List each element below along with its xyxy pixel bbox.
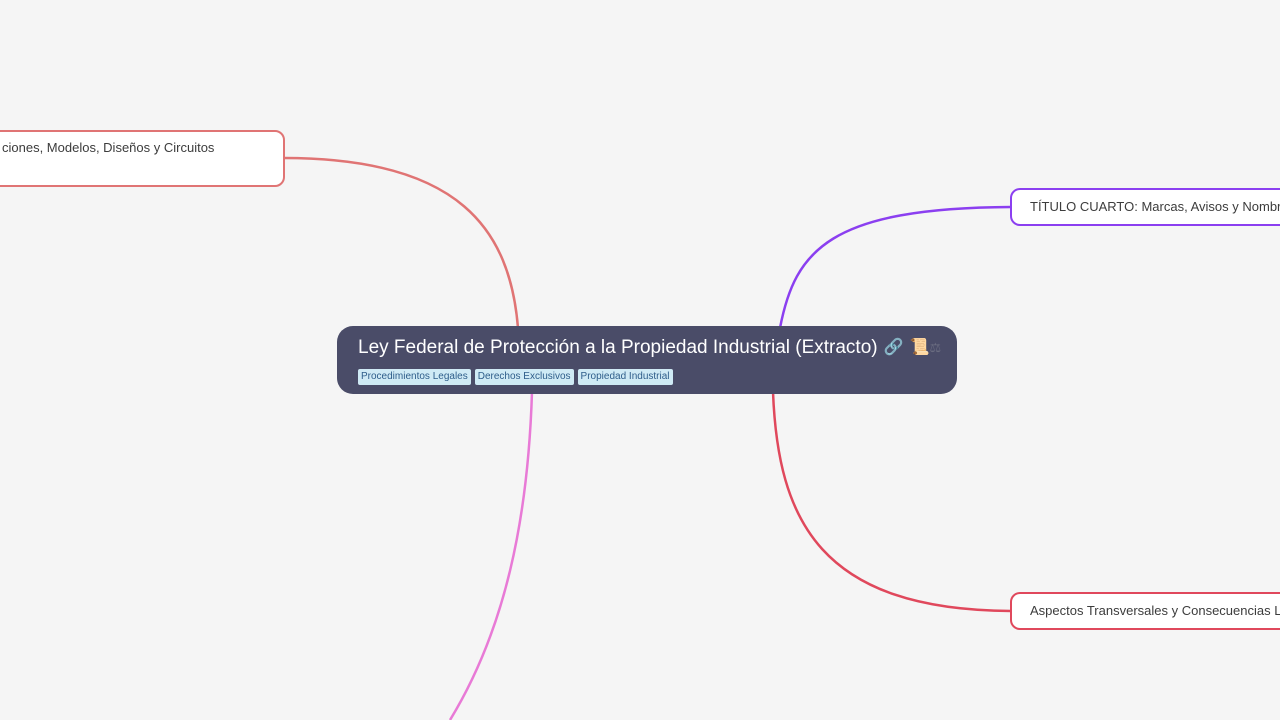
central-topic-title: Ley Federal de Protección a la Propiedad… [358,337,878,358]
scales-icon: ⚖ [929,340,942,355]
tag-derechos-exclusivos[interactable]: Derechos Exclusivos [474,369,574,385]
branch-node-trademarks[interactable]: TÍTULO CUARTO: Marcas, Avisos y Nombres … [1010,188,1280,226]
connector-bottom-right [771,391,1012,613]
tag-procedimientos-legales[interactable]: Procedimientos Legales [358,369,471,385]
branch-node-cross-cutting-aspects[interactable]: Aspectos Transversales y Consecuencias L… [1010,592,1280,630]
tag-list: Procedimientos Legales Derechos Exclusiv… [358,369,957,385]
connector-bottom-left [448,391,534,720]
branch-label: Aspectos Transversales y Consecuencias L… [1030,603,1280,618]
branch-label: ciones, Modelos, Diseños y Circuitos [2,140,215,155]
central-topic-node[interactable]: Ley Federal de Protección a la Propiedad… [337,326,957,394]
branch-label: TÍTULO CUARTO: Marcas, Avisos y Nombres … [1030,199,1280,214]
connector-top-right [778,205,1012,329]
connector-top-left [283,156,520,329]
scroll-icon: 📜 [909,339,930,356]
branch-node-inventions[interactable]: ciones, Modelos, Diseños y Circuitos [0,130,285,187]
link-icon[interactable]: 🔗 [883,339,904,356]
tag-propiedad-industrial[interactable]: Propiedad Industrial [577,369,673,385]
